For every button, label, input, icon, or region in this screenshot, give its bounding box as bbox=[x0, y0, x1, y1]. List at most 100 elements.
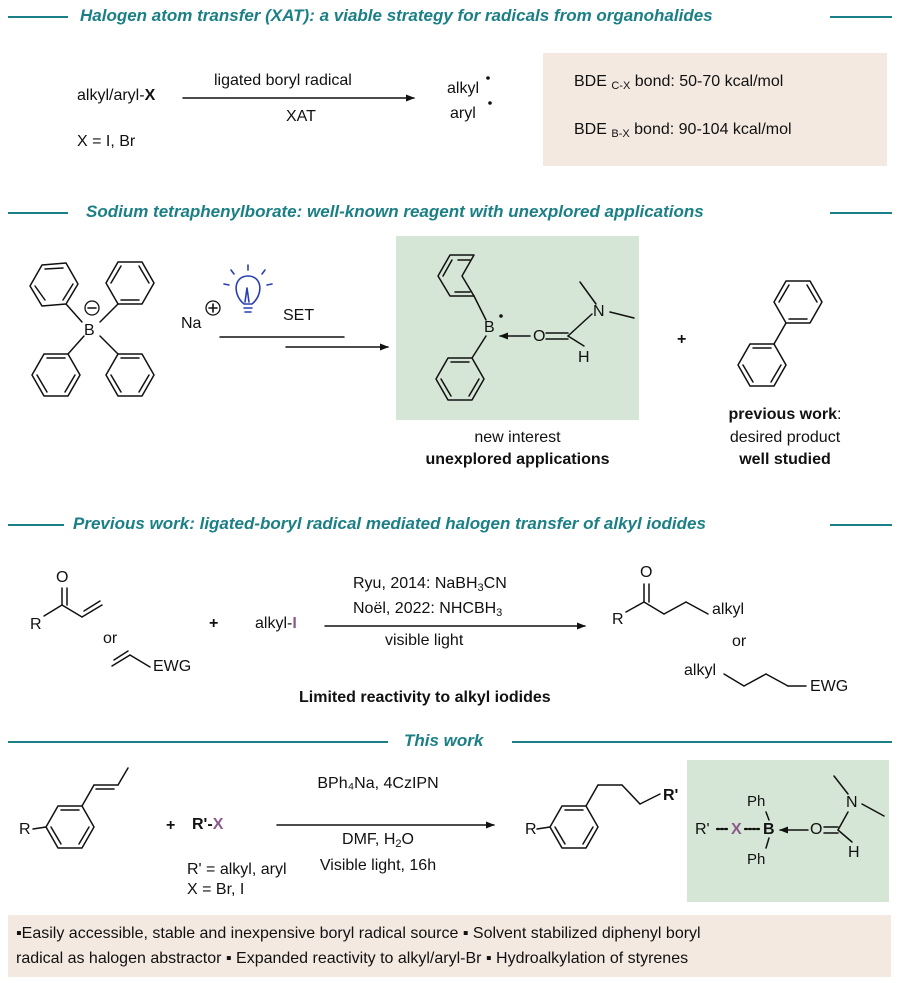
halide-r-prefix: R'- bbox=[192, 816, 213, 833]
solvent-suffix: O bbox=[401, 831, 414, 848]
complex-oxygen: O bbox=[810, 821, 823, 838]
xat-x-definition: X = I, Br bbox=[77, 133, 136, 150]
ryu-suffix: CN bbox=[483, 575, 507, 592]
desired-product-text: desired product bbox=[729, 429, 841, 446]
xat-arrow-label-bottom: XAT bbox=[286, 108, 316, 125]
condition-reagents: BPh₄Na, 4CzIPN bbox=[317, 775, 439, 792]
well-studied-text: well studied bbox=[739, 451, 831, 468]
diphenylboryl-radical-box bbox=[396, 236, 639, 420]
visible-light-conditions: visible light bbox=[385, 632, 464, 649]
section4-plus: + bbox=[166, 817, 176, 834]
bde-cx-prefix: BDE bbox=[574, 73, 607, 90]
product-r-prime: R' bbox=[663, 787, 679, 804]
summary-line-1: ▪Easily accessible, stable and inexpensi… bbox=[16, 925, 701, 942]
header-rule-right bbox=[512, 741, 892, 743]
product2-alkyl: alkyl bbox=[684, 662, 717, 679]
bde-cx-suffix: bond: 50-70 kcal/mol bbox=[634, 73, 784, 90]
noel-conditions: Noël, 2022: NHCBH3 bbox=[353, 599, 502, 623]
header-rule-left bbox=[8, 741, 388, 743]
section1-header: Halogen atom transfer (XAT): a viable st… bbox=[0, 4, 899, 28]
bde-bx-subscript: B-X bbox=[611, 128, 630, 140]
tetraphenylborate-boron: B bbox=[84, 322, 95, 339]
xat-product-alkyl: alkyl bbox=[447, 80, 480, 97]
solvent-subscript: 2 bbox=[395, 838, 402, 850]
condition-light-time: Visible light, 16h bbox=[319, 857, 437, 874]
bde-bx-suffix: bond: 90-104 kcal/mol bbox=[634, 121, 792, 138]
alkyl-radical-dot bbox=[486, 76, 490, 80]
section3-or-left: or bbox=[103, 630, 118, 647]
summary-line-2: radical as halogen abstractor ▪ Expanded… bbox=[16, 950, 689, 967]
acrylate-structure bbox=[111, 650, 151, 668]
bde-bx-prefix: BDE bbox=[574, 121, 607, 138]
complex-x: X bbox=[731, 821, 742, 838]
xat-product-aryl: aryl bbox=[450, 105, 476, 122]
radical-hydrogen-label: H bbox=[578, 349, 590, 366]
aryl-radical-dot bbox=[488, 101, 492, 105]
radical-boron-label: B bbox=[484, 319, 495, 336]
previous-work-bold: previous work bbox=[728, 406, 838, 423]
unexplored-applications-text: unexplored applications bbox=[425, 451, 610, 468]
section1-title: Halogen atom transfer (XAT): a viable st… bbox=[80, 6, 713, 25]
product-r-group: R bbox=[525, 821, 537, 838]
header-rule-right bbox=[830, 524, 892, 526]
header-rule-left bbox=[8, 212, 68, 214]
xat-substrate-x: X bbox=[144, 87, 156, 104]
boryl-radical-dot bbox=[499, 314, 503, 318]
noel-prefix: Noël, 2022: NHCBH bbox=[353, 600, 497, 617]
header-rule-right bbox=[830, 212, 892, 214]
complex-phenyl-top: Ph bbox=[747, 793, 766, 810]
section4-title: This work bbox=[404, 731, 484, 750]
product-ketone-r: R bbox=[612, 611, 624, 628]
complex-hydrogen: H bbox=[848, 844, 860, 861]
radical-nitrogen-label: N bbox=[593, 303, 605, 320]
enone-r-group: R bbox=[30, 616, 42, 633]
header-rule-left bbox=[8, 16, 68, 18]
previous-work-label: previous work: bbox=[700, 405, 870, 425]
boryl-halogen-complex-structure bbox=[715, 775, 885, 849]
bde-cx-text: BDE C-X bond: 50-70 kcal/mol bbox=[574, 72, 783, 96]
biphenyl-structure bbox=[737, 280, 823, 387]
alkyl-iodide: alkyl-I bbox=[255, 614, 297, 634]
xat-arrow-label-top: ligated boryl radical bbox=[214, 72, 352, 89]
section3-plus: + bbox=[209, 615, 219, 632]
complex-nitrogen: N bbox=[846, 794, 858, 811]
header-rule-left bbox=[8, 524, 64, 526]
ketone-product-structure bbox=[625, 583, 709, 615]
acceptor-ewg: EWG bbox=[153, 658, 192, 675]
bde-box: BDE C-X bond: 50-70 kcal/mol BDE B-X bon… bbox=[543, 53, 887, 166]
xat-substrate: alkyl/aryl-X bbox=[77, 86, 155, 106]
bde-cx-subscript: C-X bbox=[611, 80, 631, 92]
limited-reactivity-text: Limited reactivity to alkyl iodides bbox=[299, 689, 551, 706]
ryu-subscript: 3 bbox=[477, 582, 484, 594]
negative-charge-icon bbox=[84, 300, 100, 316]
section3-or-right: or bbox=[732, 633, 747, 650]
summary-box: ▪Easily accessible, stable and inexpensi… bbox=[8, 915, 891, 977]
condition-solvent: DMF, H2O bbox=[283, 830, 473, 854]
diphenylboryl-radical-structure bbox=[435, 254, 635, 401]
xat-substrate-text: alkyl/aryl- bbox=[77, 87, 145, 104]
halide-reagent: R'-X bbox=[192, 815, 223, 835]
ryu-conditions: Ryu, 2014: NaBH3CN bbox=[353, 574, 507, 598]
ewg-product-structure bbox=[723, 673, 807, 687]
set-label: SET bbox=[283, 307, 315, 324]
alkyl-iodide-prefix: alkyl- bbox=[255, 615, 293, 632]
section3-title: Previous work: ligated-boryl radical med… bbox=[73, 514, 706, 533]
previous-work-colon: : bbox=[837, 406, 842, 423]
new-interest-text: new interest bbox=[474, 429, 561, 446]
positive-charge-icon bbox=[205, 300, 221, 316]
complex-phenyl-bottom: Ph bbox=[747, 851, 766, 868]
noel-subscript: 3 bbox=[496, 607, 503, 619]
alkyl-iodide-i: I bbox=[292, 615, 297, 632]
x-definition: X = Br, I bbox=[187, 881, 245, 898]
section2-title: Sodium tetraphenylborate: well-known rea… bbox=[86, 202, 704, 221]
radical-oxygen-label: O bbox=[533, 328, 546, 345]
section2-plus: + bbox=[677, 331, 687, 348]
light-bulb-icon bbox=[223, 264, 273, 313]
r-definition: R' = alkyl, aryl bbox=[187, 861, 287, 878]
product-ketone-oxygen: O bbox=[640, 564, 653, 581]
section3-header: Previous work: ligated-boryl radical med… bbox=[0, 512, 899, 536]
enone-structure bbox=[43, 587, 103, 618]
product-ketone-alkyl: alkyl bbox=[712, 601, 745, 618]
sodium-label: Na bbox=[181, 315, 202, 332]
ryu-prefix: Ryu, 2014: NaBH bbox=[353, 575, 478, 592]
